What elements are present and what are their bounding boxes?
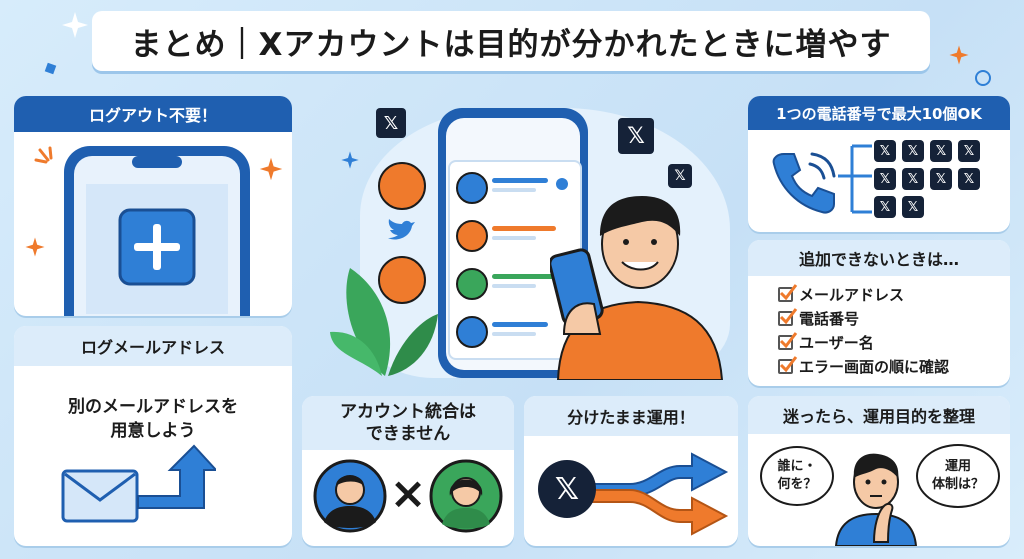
arrow-up-right-icon <box>137 444 216 509</box>
thought-bubble-left: 誰に・ 何を？ <box>760 446 834 506</box>
sparkle-icon <box>62 12 88 38</box>
list-item[interactable] <box>456 314 574 348</box>
page-title-text: まとめ｜Xアカウントは目的が分かれたときに増やす <box>130 26 892 63</box>
bubble-left-line1: 誰に・ <box>777 459 817 474</box>
sparkle-icon <box>259 157 283 181</box>
leaf-icon <box>330 268 438 376</box>
list-item[interactable] <box>456 218 574 252</box>
login-mail-text-line2: 用意しよう <box>110 421 196 441</box>
merge-panel: アカウント統合は できません × <box>302 396 514 546</box>
login-mail-panel-header: ログメールアドレス <box>14 326 292 366</box>
thought-bubble-right: 運用 体制は？ <box>916 444 1000 508</box>
avatar <box>456 316 488 348</box>
x-logo-icon: 𝕏 <box>902 168 924 190</box>
times-icon: × <box>389 468 427 519</box>
account-bar <box>492 226 556 231</box>
list-item[interactable] <box>456 170 574 204</box>
center-illustration: 𝕏 𝕏 𝕏 <box>300 88 740 388</box>
check-circle-icon <box>556 178 568 190</box>
x-logo-icon: 𝕏 <box>668 164 692 188</box>
envelope-icon <box>61 469 139 523</box>
merge-panel-header: アカウント統合は できません <box>302 396 514 450</box>
profile-avatar <box>378 162 426 210</box>
merge-header-line1: アカウント統合は <box>340 402 476 422</box>
x-logo-icon: 𝕏 <box>902 196 924 218</box>
thinking-person-icon <box>834 453 918 546</box>
logout-panel: ログアウト不要！ <box>14 96 292 316</box>
profile-avatar <box>378 256 426 304</box>
separate-panel-header: 分けたまま運用！ <box>524 396 738 436</box>
sparkle-icon <box>341 151 359 169</box>
x-logo-icon: 𝕏 <box>874 168 896 190</box>
checkbox-checked-icon <box>778 355 798 374</box>
checklist-item: メールアドレス <box>778 282 949 306</box>
separate-panel: 分けたまま運用！ 𝕏 <box>524 396 738 546</box>
checkbox-checked-icon <box>778 331 798 350</box>
logout-panel-header: ログアウト不要！ <box>14 96 292 132</box>
account-bar <box>492 178 548 183</box>
checkbox-checked-icon <box>778 283 798 302</box>
checkbox-checked-icon <box>778 307 798 326</box>
purpose-panel: 迷ったら、運用目的を整理 誰に・ 何を？ 運用 体制は？ <box>748 396 1010 546</box>
x-logo-icon: 𝕏 <box>930 168 952 190</box>
checklist: メールアドレス 電話番号 ユーザー名 エラー画面の順に確認 <box>778 282 949 378</box>
person-with-phone-icon <box>550 196 724 380</box>
x-logo-icon: 𝕏 <box>618 118 654 154</box>
merge-header-line2: できません <box>365 424 451 444</box>
account-bar <box>492 284 536 288</box>
user-avatar-icon <box>313 459 387 533</box>
branch-connector-icon <box>838 144 872 214</box>
x-logo-icon: 𝕏 <box>376 108 406 138</box>
account-bar <box>492 274 556 279</box>
list-item[interactable] <box>456 266 574 300</box>
checklist-item: ユーザー名 <box>778 330 949 354</box>
x-logo-icon: 𝕏 <box>874 140 896 162</box>
phone-plus-icon <box>64 146 250 316</box>
purpose-panel-header: 迷ったら、運用目的を整理 <box>748 396 1010 434</box>
bubble-right-line1: 運用 <box>944 459 971 474</box>
split-arrows-icon <box>580 452 729 536</box>
cannot-add-panel-header: 追加できないときは… <box>748 240 1010 276</box>
sparkle-icon <box>949 45 969 65</box>
avatar <box>456 268 488 300</box>
phone-limit-panel: 1つの電話番号で最大10個OK 𝕏 𝕏 𝕏 𝕏 𝕏 𝕏 𝕏 𝕏 𝕏 𝕏 <box>748 96 1010 232</box>
avatar <box>456 172 488 204</box>
login-mail-text-line1: 別のメールアドレスを <box>68 397 238 417</box>
bubble-right-line2: 体制は？ <box>931 477 984 492</box>
x-logo-icon: 𝕏 <box>538 460 596 518</box>
x-logo-icon: 𝕏 <box>930 140 952 162</box>
account-bar <box>492 322 548 327</box>
phone-call-icon <box>772 152 836 214</box>
checklist-item: エラー画面の順に確認 <box>778 354 949 378</box>
checklist-item-label: ユーザー名 <box>799 333 874 352</box>
bubble-left-line2: 何を？ <box>777 477 817 492</box>
checklist-item-label: エラー画面の順に確認 <box>799 357 950 376</box>
account-bar <box>492 332 536 336</box>
burst-icon <box>34 146 53 164</box>
avatar <box>456 220 488 252</box>
checklist-item-label: メールアドレス <box>799 285 905 304</box>
circle-icon <box>975 70 991 86</box>
cannot-add-panel: 追加できないときは… メールアドレス 電話番号 ユーザー名 エラー画面の順に確認 <box>748 240 1010 386</box>
user-avatar-icon <box>429 459 503 533</box>
login-mail-panel: ログメールアドレス 別のメールアドレスを 用意しよう <box>14 326 292 546</box>
page-title: まとめ｜Xアカウントは目的が分かれたときに増やす <box>92 11 930 71</box>
account-bar <box>492 236 536 240</box>
checklist-item-label: 電話番号 <box>799 309 860 328</box>
x-logo-icon: 𝕏 <box>874 196 896 218</box>
x-logo-icon: 𝕏 <box>902 140 924 162</box>
bird-icon <box>388 219 415 240</box>
checklist-item: 電話番号 <box>778 306 949 330</box>
sparkle-icon <box>25 237 45 257</box>
account-bar <box>492 188 536 192</box>
x-logo-icon: 𝕏 <box>958 168 980 190</box>
x-logo-icon: 𝕏 <box>958 140 980 162</box>
phone-limit-panel-header: 1つの電話番号で最大10個OK <box>748 96 1010 130</box>
